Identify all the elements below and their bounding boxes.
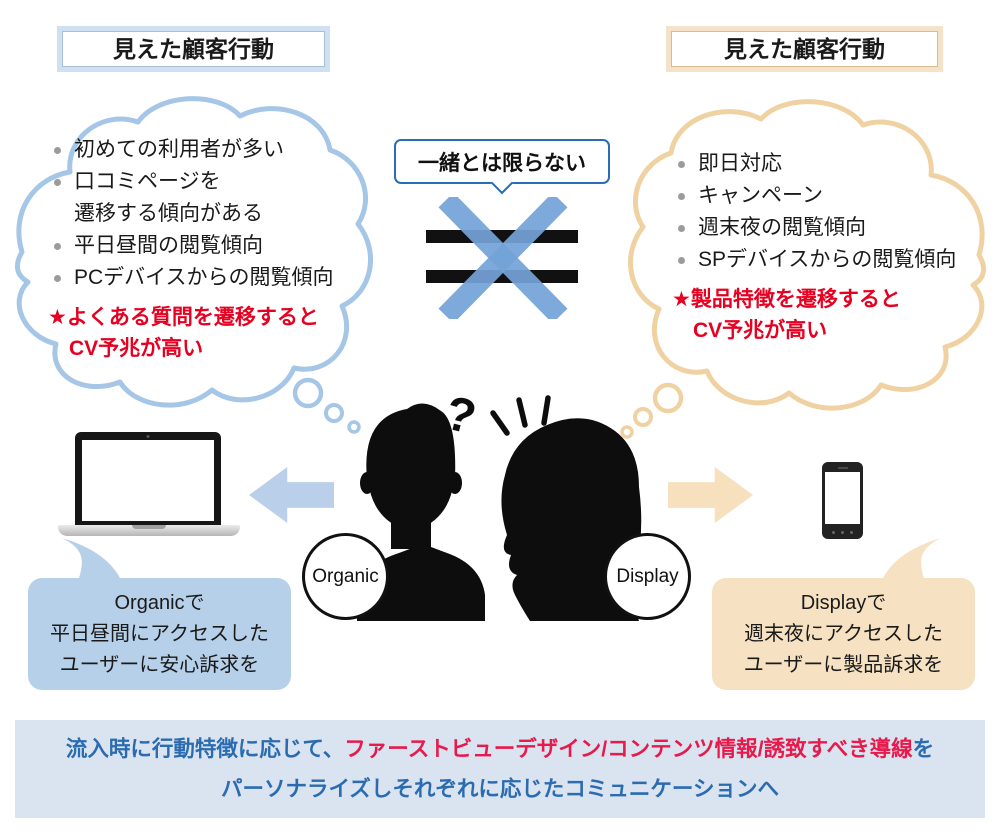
left-thought-list: 初めての利用者が多い 口コミページを 遷移する傾向がある 平日昼間の閲覧傾向 P… xyxy=(48,134,353,294)
right-speech-tail xyxy=(881,538,941,582)
right-speech-bubble: Displayで 週末夜にアクセスした ユーザーに製品訴求を xyxy=(712,578,975,690)
organic-badge: Organic xyxy=(302,533,389,620)
speech-line: Organicで xyxy=(114,591,205,614)
left-thought-content: 初めての利用者が多い 口コミページを 遷移する傾向がある 平日昼間の閲覧傾向 P… xyxy=(48,134,353,364)
header-left-title: 見えた顧客行動 xyxy=(62,31,325,67)
right-thought-content: 即日対応 キャンペーン 週末夜の閲覧傾向 SPデバイスからの閲覧傾向 ★製品特徴… xyxy=(672,148,972,346)
list-item: SPデバイスからの閲覧傾向 xyxy=(672,244,972,276)
man-silhouette-icon: ? xyxy=(357,387,485,621)
banner-text-blue: 流入時に行動特徴に応じて、 xyxy=(65,737,345,761)
list-item: 平日昼間の閲覧傾向 xyxy=(48,230,353,262)
right-cloud-outline xyxy=(628,99,986,411)
equal-bar xyxy=(426,270,578,283)
right-thought-bubble-icon xyxy=(620,99,986,439)
left-cloud-trail-circle xyxy=(347,420,361,434)
highlight-line: CV予兆が高い xyxy=(69,337,204,360)
right-thought-list: 即日対応 キャンペーン 週末夜の閲覧傾向 SPデバイスからの閲覧傾向 xyxy=(672,148,972,276)
speech-line: ユーザーに安心訴求を xyxy=(59,653,260,676)
equal-bar xyxy=(426,230,578,243)
highlight-line: ★製品特徴を遷移すると xyxy=(672,288,901,311)
organic-label: Organic xyxy=(312,565,379,587)
left-cloud-outline xyxy=(15,96,373,408)
list-item: キャンペーン xyxy=(672,180,972,212)
speech-line: Displayで xyxy=(800,591,887,614)
question-mark: ? xyxy=(440,387,481,446)
highlight-line: ★よくある質問を遷移すると xyxy=(48,306,319,329)
list-item: 初めての利用者が多い xyxy=(48,134,353,166)
laptop-icon xyxy=(75,432,221,526)
speech-line: ユーザーに製品訴求を xyxy=(743,653,944,676)
left-cloud-trail-circle xyxy=(324,403,344,423)
speech-line: 平日昼間にアクセスした xyxy=(50,622,269,645)
callout-label: 一緒とは限らない xyxy=(418,151,586,175)
header-right-box: 見えた顧客行動 xyxy=(666,26,943,72)
summary-banner: 流入時に行動特徴に応じて、ファーストビューデザイン/コンテンツ情報/誘致すべき導… xyxy=(15,720,985,818)
left-thought-highlight: ★よくある質問を遷移すると CV予兆が高い xyxy=(48,302,353,364)
phone-screen xyxy=(825,472,860,524)
speech-line: 週末夜にアクセスした xyxy=(744,622,943,645)
display-label: Display xyxy=(616,565,679,587)
not-equal-icon xyxy=(426,197,578,319)
list-item: 即日対応 xyxy=(672,148,972,180)
laptop-base xyxy=(58,525,240,536)
exclamation-icon xyxy=(490,395,551,436)
phone-speaker xyxy=(837,467,848,469)
laptop-notch xyxy=(132,525,166,529)
list-item: 口コミページを 遷移する傾向がある xyxy=(48,166,353,230)
highlight-line: CV予兆が高い xyxy=(693,319,828,342)
banner-line-2: パーソナライズしそれぞれに応じたコミュニケーションへ xyxy=(221,777,779,801)
right-cloud-trail-circle xyxy=(652,382,684,414)
laptop-camera xyxy=(146,435,150,438)
left-speech-tail xyxy=(62,538,122,582)
header-right-title: 見えた顧客行動 xyxy=(671,31,938,67)
right-cloud-trail-circle xyxy=(633,407,653,427)
cross-stroke xyxy=(438,197,568,319)
phone-buttons xyxy=(822,531,863,534)
list-item: PCデバイスからの閲覧傾向 xyxy=(48,262,353,294)
smartphone-icon xyxy=(822,462,863,539)
banner-text-blue: を xyxy=(912,737,935,761)
banner-line-1: 流入時に行動特徴に応じて、ファーストビューデザイン/コンテンツ情報/誘致すべき導… xyxy=(66,729,934,769)
left-thought-bubble-icon xyxy=(15,96,373,434)
display-badge: Display xyxy=(604,533,691,620)
left-speech-bubble: Organicで 平日昼間にアクセスした ユーザーに安心訴求を xyxy=(28,578,291,690)
right-cloud-trail-circle xyxy=(620,425,634,439)
right-thought-highlight: ★製品特徴を遷移すると CV予兆が高い xyxy=(672,284,972,346)
banner-text-red: ファーストビューデザイン/コンテンツ情報/誘致すべき導線 xyxy=(344,737,913,761)
list-item: 週末夜の閲覧傾向 xyxy=(672,212,972,244)
header-left-box: 見えた顧客行動 xyxy=(57,26,330,72)
not-same-callout: 一緒とは限らない xyxy=(394,139,610,184)
laptop-display xyxy=(82,440,214,521)
left-cloud-trail-circle xyxy=(292,377,324,409)
